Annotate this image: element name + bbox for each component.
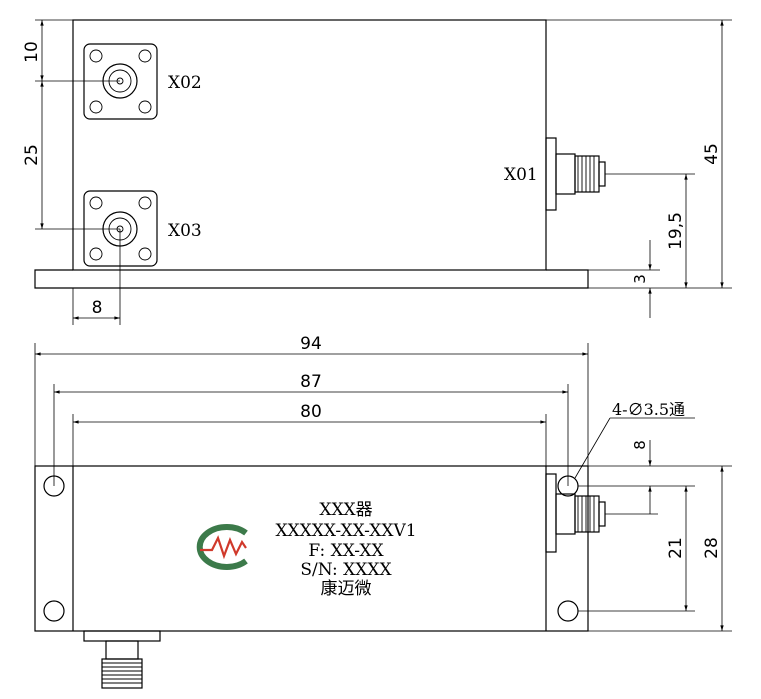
label-x01: X01 <box>504 165 538 185</box>
dim-8-bottom: 8 <box>631 440 649 450</box>
connector-x02 <box>83 43 158 120</box>
connector-x03 <box>83 190 158 267</box>
dim-3: 3 <box>631 274 649 284</box>
dim-94: 94 <box>300 334 322 354</box>
dim-8-top: 8 <box>92 298 103 318</box>
hole-note: 4-∅3.5通 <box>612 400 685 419</box>
mount-hole-bottom-right <box>557 600 579 622</box>
housing-outline <box>72 19 547 271</box>
connector-side-right <box>545 473 606 553</box>
dim-19-5: 19,5 <box>666 212 686 250</box>
connector-x01 <box>545 137 606 211</box>
dim-80: 80 <box>300 402 322 422</box>
label-line-3: F: XX-XX <box>308 541 384 561</box>
company-logo <box>196 524 248 570</box>
base-flange <box>34 269 589 289</box>
connector-bottom <box>83 630 161 689</box>
dim-87: 87 <box>300 372 322 392</box>
dim-21: 21 <box>666 537 686 559</box>
dim-25: 25 <box>22 144 42 166</box>
plate-outline <box>34 465 589 632</box>
mount-hole-bottom-left <box>43 600 65 622</box>
dim-10: 10 <box>22 41 42 63</box>
label-line-4: S/N: XXXX <box>300 560 392 580</box>
top-view: X02 X03 X01 <box>22 19 732 325</box>
label-line-2: XXXXX-XX-XXV1 <box>275 521 416 541</box>
label-x02: X02 <box>168 73 202 93</box>
label-line-1: XXX器 <box>319 500 372 520</box>
label-line-5: 康迈微 <box>321 579 372 599</box>
dim-28: 28 <box>702 537 722 559</box>
product-label: XXX器 XXXXX-XX-XXV1 F: XX-XX S/N: XXXX 康迈… <box>275 500 416 599</box>
bottom-view: 94 87 80 4-∅3.5通 8 21 28 XXX器 XXXXX-XX-X… <box>34 334 732 689</box>
label-x03: X03 <box>168 221 202 241</box>
dim-45: 45 <box>702 143 722 165</box>
